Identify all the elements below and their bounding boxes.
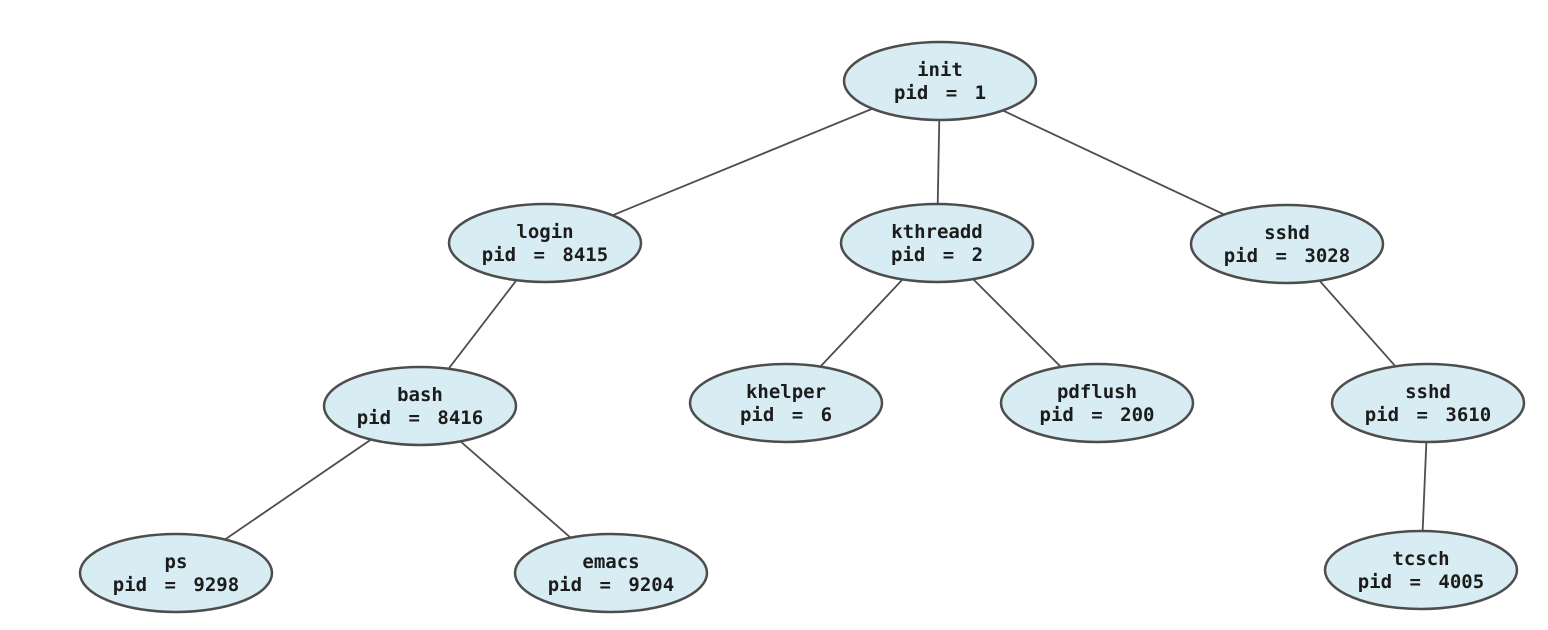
process-pid-label: pid = 9298: [113, 574, 239, 596]
process-ellipse-sshd-3028: [1189, 203, 1385, 285]
process-name-label: sshd: [1405, 381, 1451, 403]
process-pid-label: pid = 8416: [357, 407, 483, 429]
process-ellipse-login: [447, 202, 643, 284]
process-name-label: login: [516, 221, 573, 243]
process-ellipse-init: [842, 40, 1038, 122]
process-name-label: ps: [165, 551, 188, 573]
process-pid-label: pid = 2: [891, 244, 983, 266]
process-name-label: khelper: [746, 381, 826, 403]
process-name-label: pdflush: [1057, 381, 1137, 403]
process-name-label: sshd: [1264, 222, 1310, 244]
process-ellipse-pdflush: [999, 362, 1195, 444]
process-ellipse-emacs: [513, 532, 709, 614]
process-ellipse-ps: [78, 532, 274, 614]
process-ellipse-sshd-3610: [1330, 362, 1526, 444]
process-ellipse-kthreadd: [839, 202, 1035, 284]
process-pid-label: pid = 200: [1040, 404, 1155, 426]
process-ellipse-tcsch: [1323, 529, 1519, 611]
process-pid-label: pid = 6: [740, 404, 832, 426]
edge-layer: [175, 80, 1429, 574]
process-pid-label: pid = 8415: [482, 244, 608, 266]
process-pid-label: pid = 4005: [1358, 571, 1484, 593]
process-name-label: emacs: [582, 551, 639, 573]
process-name-label: init: [917, 59, 963, 81]
process-pid-label: pid = 1: [894, 82, 986, 104]
process-name-label: bash: [397, 384, 443, 406]
process-pid-label: pid = 3028: [1224, 245, 1350, 267]
process-name-label: kthreadd: [891, 221, 983, 243]
process-ellipse-khelper: [688, 362, 884, 444]
process-pid-label: pid = 9204: [548, 574, 674, 596]
process-ellipse-bash: [322, 365, 518, 447]
process-name-label: tcsch: [1392, 548, 1449, 570]
process-pid-label: pid = 3610: [1365, 404, 1491, 426]
